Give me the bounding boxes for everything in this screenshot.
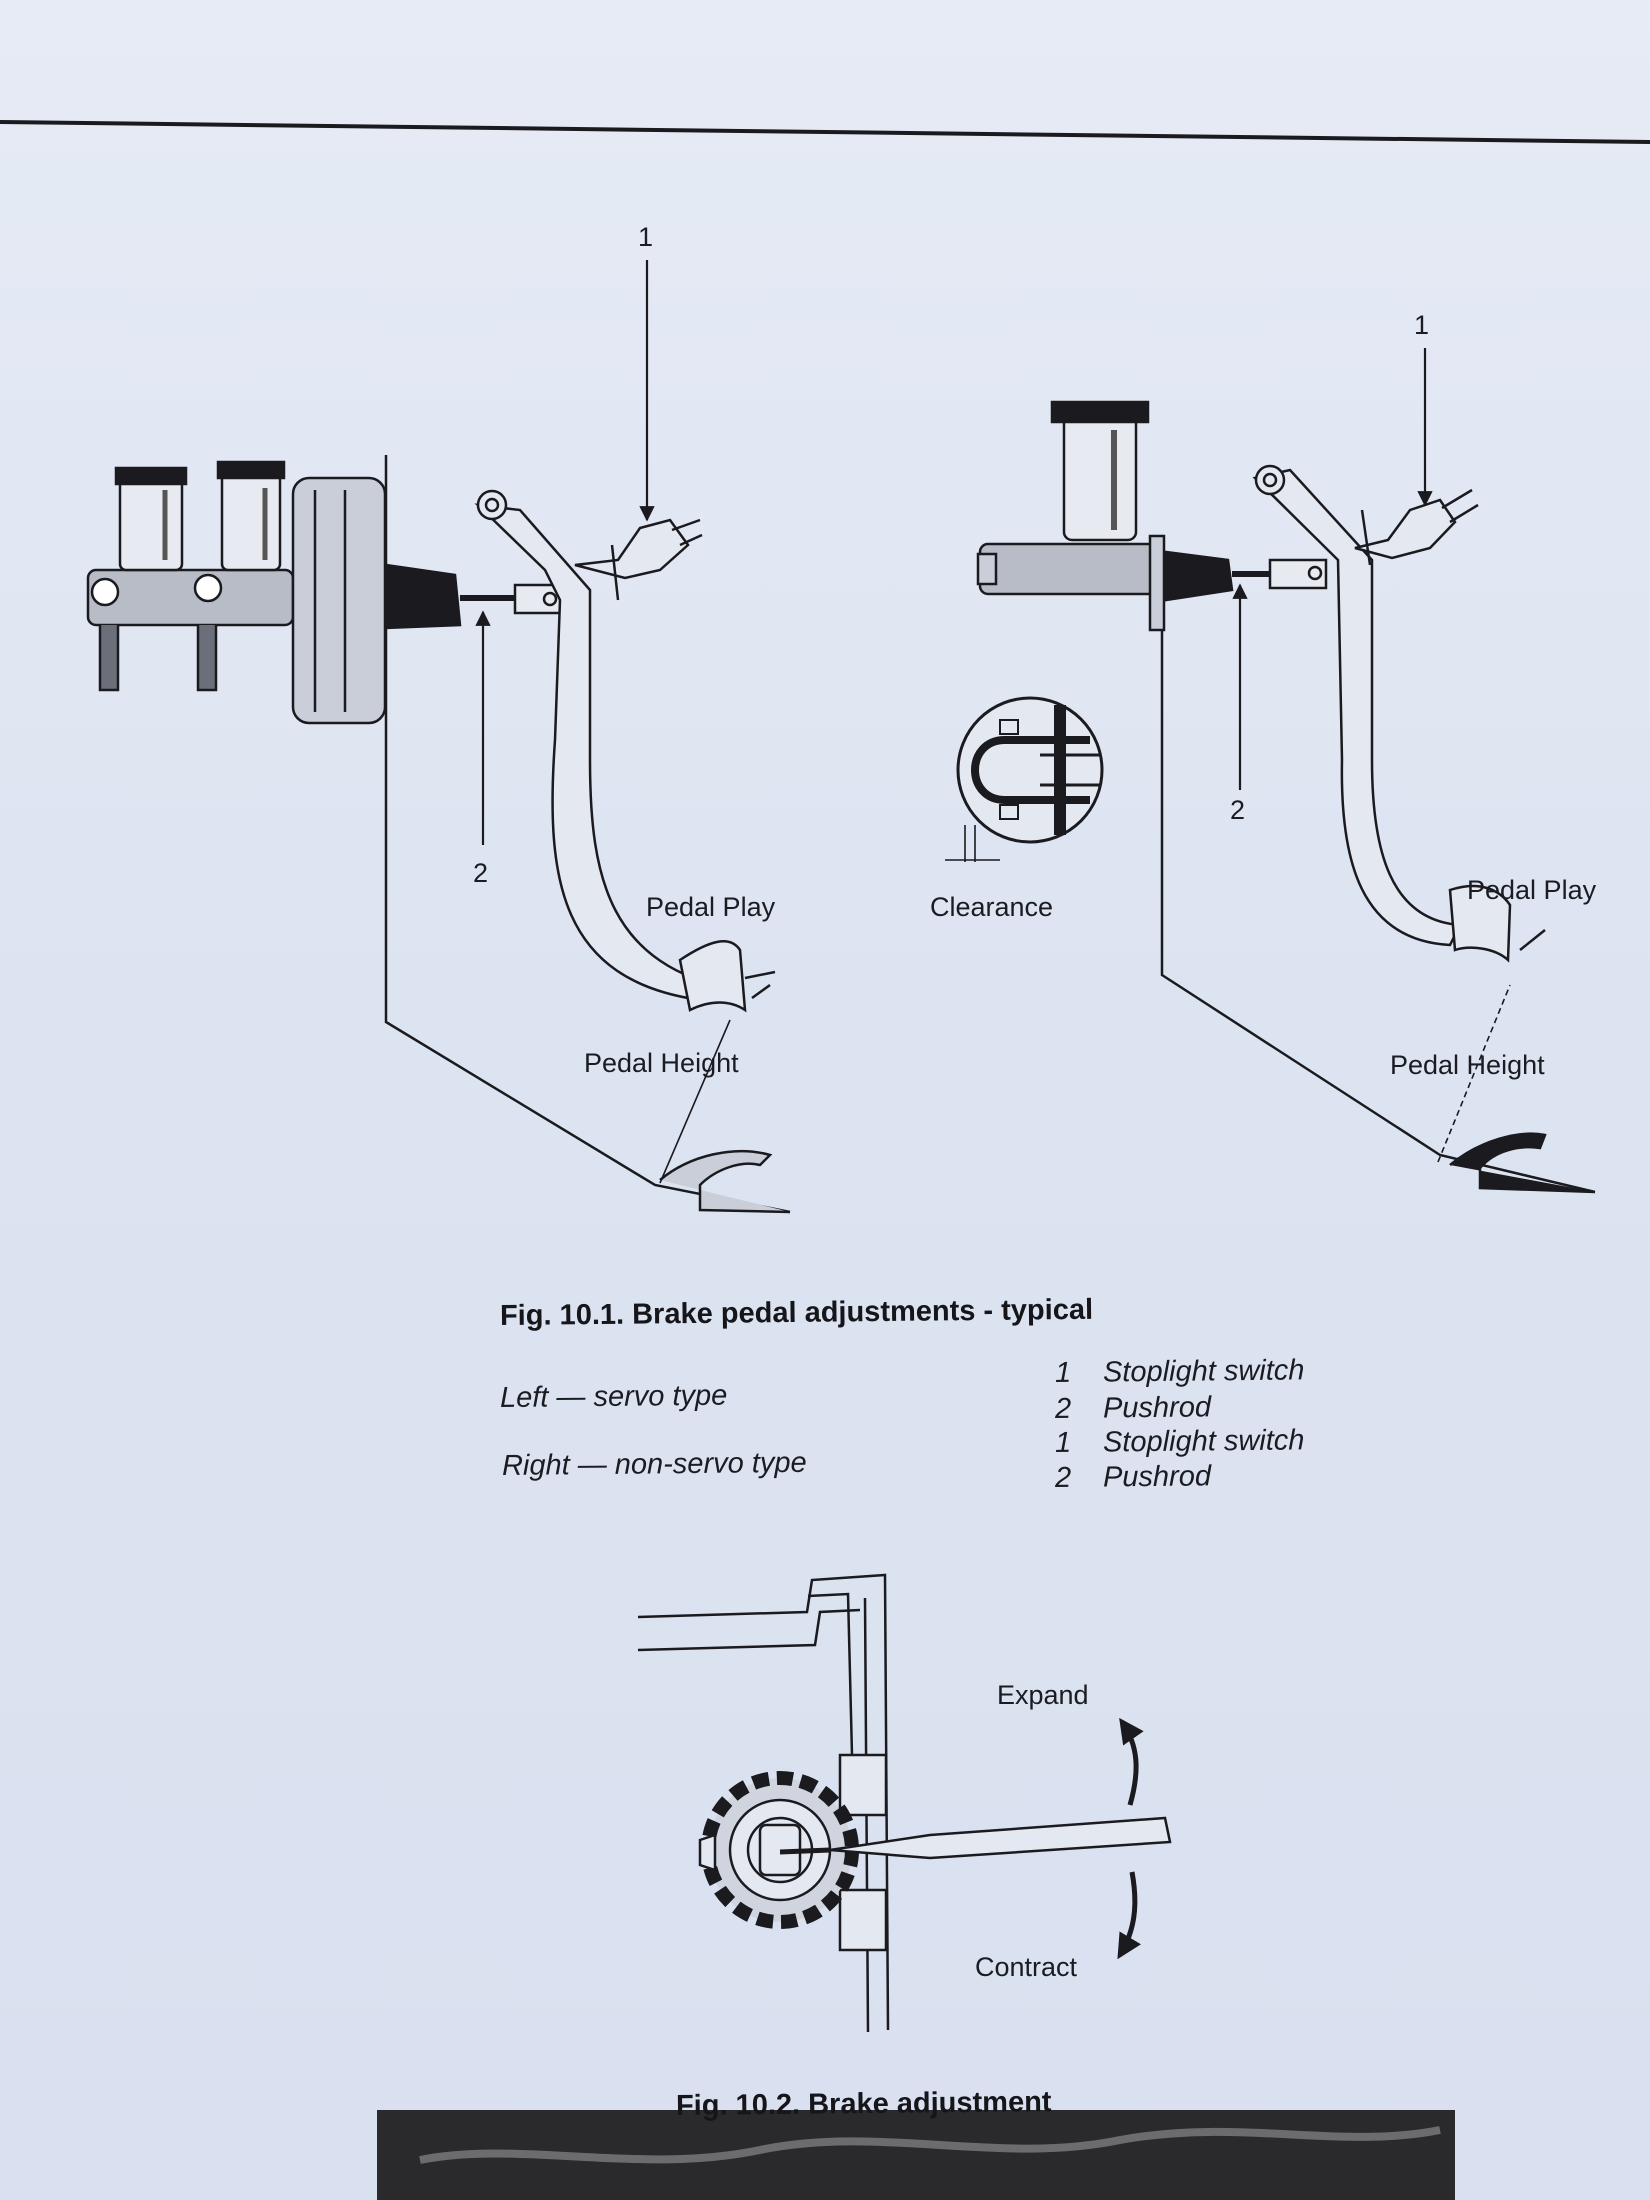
variant-left-servo: Left — servo type	[499, 1379, 728, 1414]
legend-number: 2	[1054, 1461, 1072, 1494]
clearance-inset	[945, 696, 1104, 862]
right-stoplight-switch	[1354, 498, 1457, 560]
figure-10-2-caption: Fig. 10.2. Brake adjustment	[675, 2086, 1052, 2122]
right-master-cylinder	[978, 542, 1162, 596]
right-pedal-height-label: Pedal Height	[1390, 1050, 1545, 1080]
left-servo-booster	[291, 476, 387, 725]
right-pedal-pad	[1448, 884, 1512, 963]
expand-arrow	[1119, 1717, 1144, 1806]
right-reservoir	[1062, 413, 1138, 542]
left-callout-1: 1	[638, 222, 654, 252]
left-pedal-arm	[474, 503, 736, 1002]
legend-number: 1	[1054, 1356, 1072, 1389]
left-pedal-play-label: Pedal Play	[646, 892, 776, 922]
right-non-servo-diagram	[976, 400, 1596, 1194]
left-pedal-height-label: Pedal Height	[584, 1048, 739, 1078]
right-callout-2: 2	[1230, 795, 1246, 825]
top-rule	[0, 120, 1650, 144]
right-pedal-play-label: Pedal Play	[1467, 875, 1597, 905]
right-pedal-floor	[1449, 1132, 1596, 1194]
variant-right-non-servo: Right — non-servo type	[501, 1446, 807, 1482]
legend-item: 1 Stoplight switch	[1055, 1354, 1305, 1390]
left-stoplight-switch	[574, 518, 690, 580]
expand-label: Expand	[997, 1680, 1089, 1710]
contract-arrow	[1117, 1871, 1142, 1960]
left-reservoir-2	[220, 470, 282, 572]
left-master-cylinder	[86, 568, 295, 627]
legend-item: 1 Stoplight switch	[1055, 1424, 1305, 1460]
legend-number: 1	[1054, 1426, 1072, 1459]
adjusting-tool	[829, 1816, 1172, 1860]
clearance-label: Clearance	[930, 892, 1054, 922]
left-callout-2: 2	[473, 858, 489, 888]
left-pedal-height-line	[659, 1019, 731, 1184]
right-pedal-height-line	[1437, 984, 1511, 1163]
legend-text: Stoplight switch	[1102, 1424, 1305, 1459]
figure-10-1-caption: Fig. 10.1. Brake pedal adjustments - typ…	[499, 1293, 1094, 1332]
legend-text: Pushrod	[1102, 1460, 1212, 1494]
left-reservoir-1	[118, 476, 184, 572]
right-callout-1: 1	[1414, 310, 1430, 340]
left-pedal-pad	[678, 940, 747, 1013]
left-pedal-floor	[659, 1149, 791, 1214]
contract-label: Contract	[975, 1952, 1078, 1982]
legend-item: 2 Pushrod	[1055, 1460, 1211, 1495]
legend-number: 2	[1054, 1392, 1072, 1425]
right-firewall	[1160, 540, 1596, 1194]
legend-text: Pushrod	[1102, 1391, 1212, 1425]
legend-item: 2 Pushrod	[1055, 1391, 1211, 1426]
brake-adjustment-diagram	[637, 1573, 1172, 2033]
left-servo-diagram	[86, 455, 791, 1214]
legend-text: Stoplight switch	[1102, 1354, 1305, 1389]
